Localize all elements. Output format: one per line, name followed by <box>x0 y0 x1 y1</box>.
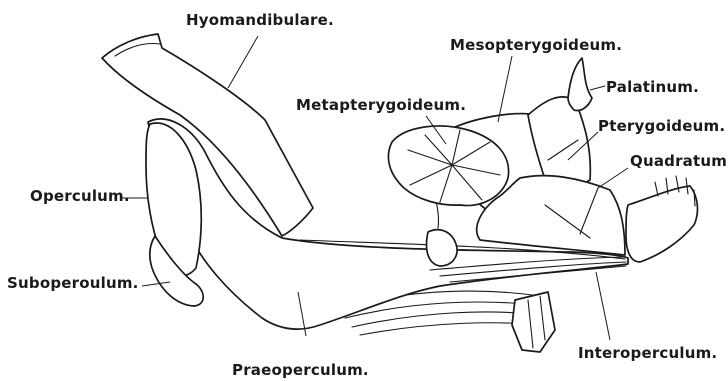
label-pterygoideum: Pterygoideum. <box>598 117 725 135</box>
label-palatinum: Palatinum. <box>606 78 699 96</box>
hinge-element <box>427 230 458 266</box>
label-hyomandibulare: Hyomandibulare. <box>186 11 334 29</box>
label-praeoperculum: Praeoperculum. <box>232 361 369 379</box>
palatinum-bone <box>568 58 592 111</box>
label-operculum: Operculum. <box>30 187 130 205</box>
jaw-teeth <box>626 176 697 262</box>
label-metapterygoideum: Metapterygoideum. <box>296 96 466 114</box>
label-suboperculum: Suboperoulum. <box>7 274 139 292</box>
label-interoperculum: Interoperculum. <box>578 344 717 362</box>
label-quadratum: Quadratum. <box>630 152 728 170</box>
label-mesopterygoideum: Mesopterygoideum. <box>450 36 622 54</box>
